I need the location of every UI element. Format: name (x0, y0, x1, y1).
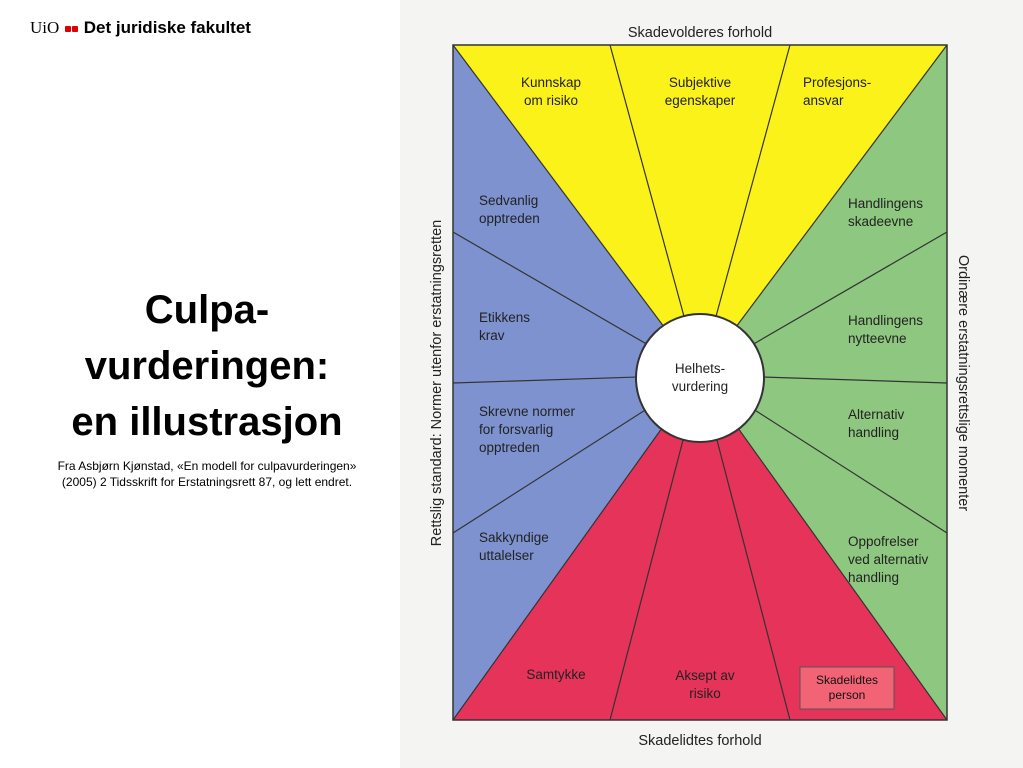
left-segment-label: Skrevne normer (479, 404, 576, 419)
divider-line (699, 44, 948, 376)
right-segment-label: handling (848, 425, 899, 440)
divider-line (452, 44, 701, 376)
top-sector (453, 45, 947, 375)
left-segment-label: for forsvarlig (479, 422, 553, 437)
highlight-box (799, 666, 895, 710)
left-segment-label: Sedvanlig (479, 193, 538, 208)
center-circle (635, 313, 765, 443)
caption-line: (2005) 2 Tidsskrift for Erstatningsrett … (61, 475, 353, 489)
faculty-name: Det juridiske fakultet (83, 18, 251, 37)
bottom-segment-label: risiko (689, 686, 721, 701)
left-sector (453, 45, 700, 720)
top-segment-label: Kunnskap (521, 75, 581, 90)
right-segment-label: Alternativ (848, 407, 905, 422)
center-label: Helhets- (675, 361, 725, 376)
divider-line (452, 374, 701, 721)
highlight-label: Skadelidtes (816, 673, 878, 687)
divider-line (699, 374, 948, 721)
top-segment-label: om risiko (524, 93, 578, 108)
uio-logo: UiO Det juridiske fakultet (30, 18, 251, 38)
title-line: vurderingen: (84, 344, 330, 388)
right-segment-label: Handlingens (848, 313, 923, 328)
right-segment-label: Oppofrelser (848, 534, 919, 549)
top-side-label: Skadevolderes forhold (628, 25, 772, 41)
right-segment-label: nytteevne (848, 331, 907, 346)
right-segment-label: skadeevne (848, 214, 913, 229)
right-sector (700, 45, 947, 720)
title-line: en illustrasjon (71, 400, 343, 444)
bottom-sector (453, 375, 947, 720)
logo-dot-icon (72, 25, 79, 32)
highlight-label: person (829, 688, 866, 702)
uio-wordmark: UiO (30, 18, 60, 37)
top-segment-label: Profesjons- (803, 75, 871, 90)
right-side-label: Ordinære erstatningsrettslige momenter (955, 255, 971, 511)
slide-title: Culpa- vurderingen: en illustrasjon (30, 282, 384, 450)
bottom-segment-label: Samtykke (526, 667, 585, 682)
left-segment-label: opptreden (479, 440, 540, 455)
diagram-frame (452, 44, 948, 721)
right-segment-label: ved alternativ (848, 552, 929, 567)
top-segment-label: ansvar (803, 93, 844, 108)
title-line: Culpa- (144, 288, 270, 332)
bottom-side-label: Skadelidtes forhold (638, 733, 761, 749)
top-segment-label: Subjektive (669, 75, 731, 90)
logo-dot-icon (65, 25, 72, 32)
left-segment-label: Sakkyndige (479, 530, 549, 545)
right-segment-label: Handlingens (848, 196, 923, 211)
left-segment-label: opptreden (479, 211, 540, 226)
left-segment-label: Etikkens (479, 310, 530, 325)
right-segment-label: handling (848, 570, 899, 585)
left-segment-label: krav (479, 328, 505, 343)
left-side-label: Rettslig standard: Normer utenfor erstat… (429, 220, 445, 546)
top-segment-label: egenskaper (665, 93, 736, 108)
center-label: vurdering (672, 379, 728, 394)
bottom-segment-label: Aksept av (675, 668, 735, 683)
caption-line: Fra Asbjørn Kjønstad, «En modell for cul… (57, 459, 357, 473)
left-segment-label: uttalelser (479, 548, 534, 563)
source-caption: Fra Asbjørn Kjønstad, «En modell for cul… (30, 458, 384, 490)
